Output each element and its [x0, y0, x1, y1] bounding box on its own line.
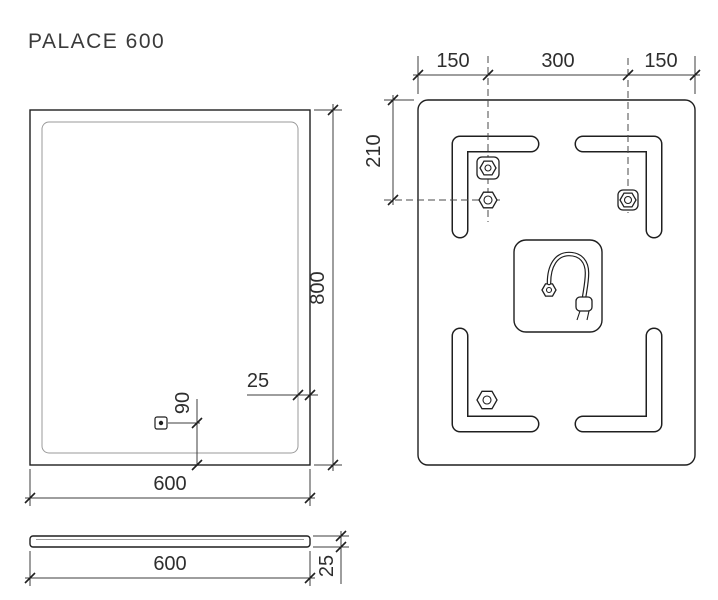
- dim-back-center-label: 300: [541, 50, 574, 72]
- dim-side-width-label: 600: [153, 553, 186, 575]
- back-view: 150 300 150 210: [363, 50, 701, 466]
- bracket-bottom-right: [576, 329, 661, 431]
- bracket-bottom-left: [453, 329, 538, 431]
- corner-brackets: [451, 135, 663, 433]
- dimension-side-thickness: 25: [313, 530, 349, 584]
- dim-front-width-label: 600: [153, 473, 186, 495]
- bracket-top-right: [576, 137, 661, 237]
- mirror-profile: [29, 535, 311, 548]
- dim-back-top-offset-label: 210: [363, 134, 385, 167]
- dim-back-left-label: 150: [436, 50, 469, 72]
- side-view: 600 25: [24, 530, 349, 586]
- dimension-back-top-chain: 150 300 150: [412, 50, 701, 94]
- junction-box: [513, 239, 603, 333]
- bolt-top-left-upper-icon: [476, 156, 500, 180]
- dim-back-right-label: 150: [644, 50, 677, 72]
- power-plug-icon: [575, 296, 593, 321]
- cable-connector-icon: [541, 283, 557, 297]
- mounting-hardware: [476, 156, 639, 410]
- dimension-front-width: 600: [24, 469, 316, 506]
- dim-side-thickness-label: 25: [316, 555, 338, 577]
- back-panel-outline: [417, 99, 696, 466]
- dimension-front-led-inset: 25: [247, 370, 318, 401]
- dimension-front-sensor-offset: 90: [168, 392, 203, 471]
- dimension-front-height: 800: [307, 104, 342, 471]
- bolt-top-right-icon: [617, 189, 639, 211]
- touch-sensor-icon: [154, 416, 168, 430]
- front-view: 800 600 25 90: [24, 104, 342, 506]
- dim-front-led-inset-label: 25: [247, 370, 269, 392]
- bolt-bottom-left-icon: [476, 390, 498, 410]
- bolt-top-left-lower-icon: [478, 191, 498, 209]
- dimension-side-width: 600: [24, 551, 316, 586]
- mirror-outline: [29, 109, 311, 466]
- dimension-back-top-offset: 210: [363, 94, 414, 206]
- dim-front-height-label: 800: [307, 271, 329, 304]
- led-strip-outline: [41, 121, 299, 454]
- bracket-top-left: [453, 137, 538, 237]
- power-cable: [546, 251, 590, 301]
- dim-front-sensor-offset-label: 90: [172, 392, 194, 414]
- page-title: PALACE 600: [28, 30, 165, 53]
